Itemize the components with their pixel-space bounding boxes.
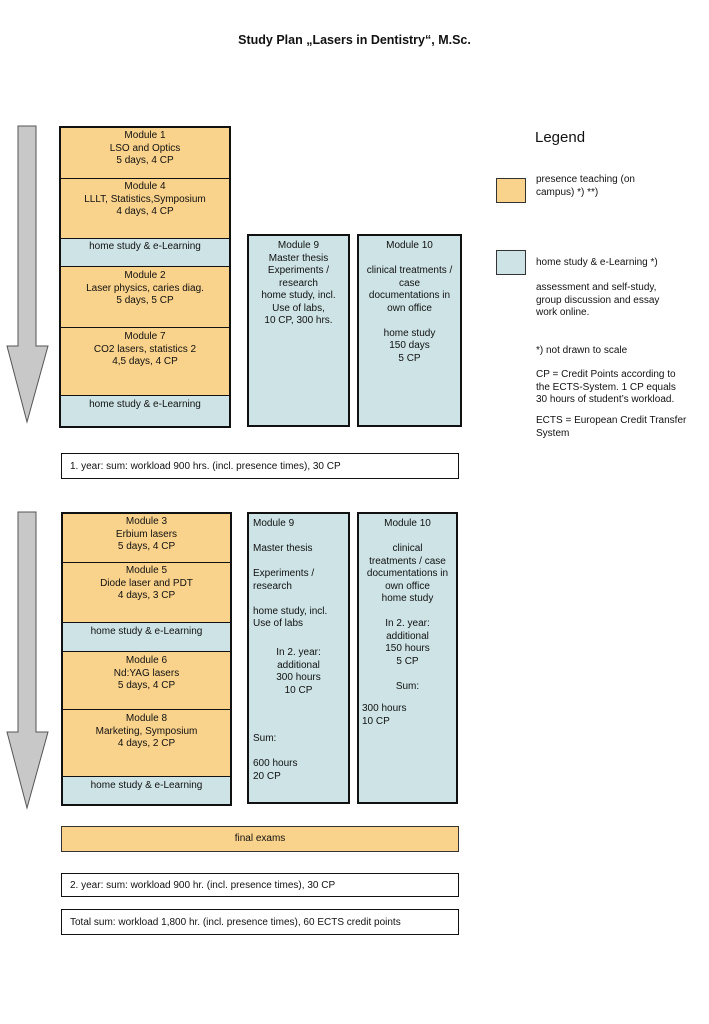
module-6-block: Module 6 Nd:YAG lasers 5 days, 4 CP [63,651,230,709]
module-1-block: Module 1 LSO and Optics 5 days, 4 CP [61,128,229,178]
module-10-sum: 300 hours 10 CP [362,703,407,727]
year2-summary: 2. year: sum: workload 900 hr. (incl. pr… [61,873,459,897]
timeline-arrow-year1 [6,125,49,424]
module-5-block: Module 5 Diode laser and PDT 4 days, 3 C… [63,562,230,622]
module-7-block: Module 7 CO2 lasers, statistics 2 4,5 da… [61,327,229,395]
module-10-year2-block: Module 10 clinical treatments / case doc… [357,512,458,804]
legend-ects-note: ECTS = European Credit Transfer System [536,415,687,439]
home-study-block: home study & e-Learning [63,622,230,651]
legend-presence-label: presence teaching (on campus) *) **) [536,174,635,198]
home-study-block: home study & e-Learning [61,395,229,426]
module-10-year1-block: Module 10 clinical treatments / case doc… [357,234,462,427]
module-9-sum: Sum: 600 hours 20 CP [253,733,298,782]
module-3-block: Module 3 Erbium lasers 5 days, 4 CP [63,514,230,562]
module-9-description: Module 9 Master thesis Experiments / res… [253,518,328,629]
module-10-description: Module 10 clinical treatments / case doc… [366,518,449,692]
legend-home-description: assessment and self-study, group discuss… [536,282,660,318]
legend-home-label: home study & e-Learning *) [536,257,658,268]
legend-title: Legend [535,129,586,146]
year1-summary: 1. year: sum: workload 900 hrs. (incl. p… [61,453,459,479]
module-2-block: Module 2 Laser physics, caries diag. 5 d… [61,266,229,327]
legend-presence-swatch [496,178,526,203]
module-4-block: Module 4 LLLT, Statistics,Symposium 4 da… [61,178,229,238]
module-9-year1-block: Module 9 Master thesis Experiments / res… [247,234,350,427]
legend-not-to-scale-note: *) not drawn to scale [536,345,628,356]
final-exams-bar: final exams [61,826,459,852]
module-9-year2-additional: In 2. year: additional 300 hours 10 CP [276,647,321,696]
total-summary: Total sum: workload 1,800 hr. (incl. pre… [61,909,459,935]
page-title: Study Plan „Lasers in Dentistry“, M.Sc. [238,33,471,47]
home-study-block: home study & e-Learning [61,238,229,266]
module-9-year2-block: Module 9 Master thesis Experiments / res… [247,512,350,804]
home-study-block: home study & e-Learning [63,776,230,804]
legend-home-swatch [496,250,526,275]
legend-cp-note: CP = Credit Points according to the ECTS… [536,369,676,405]
year2-modules-column: Module 3 Erbium lasers 5 days, 4 CP Modu… [61,512,232,806]
module-8-block: Module 8 Marketing, Symposium 4 days, 2 … [63,709,230,776]
timeline-arrow-year2 [6,511,49,810]
year1-modules-column: Module 1 LSO and Optics 5 days, 4 CP Mod… [59,126,231,428]
